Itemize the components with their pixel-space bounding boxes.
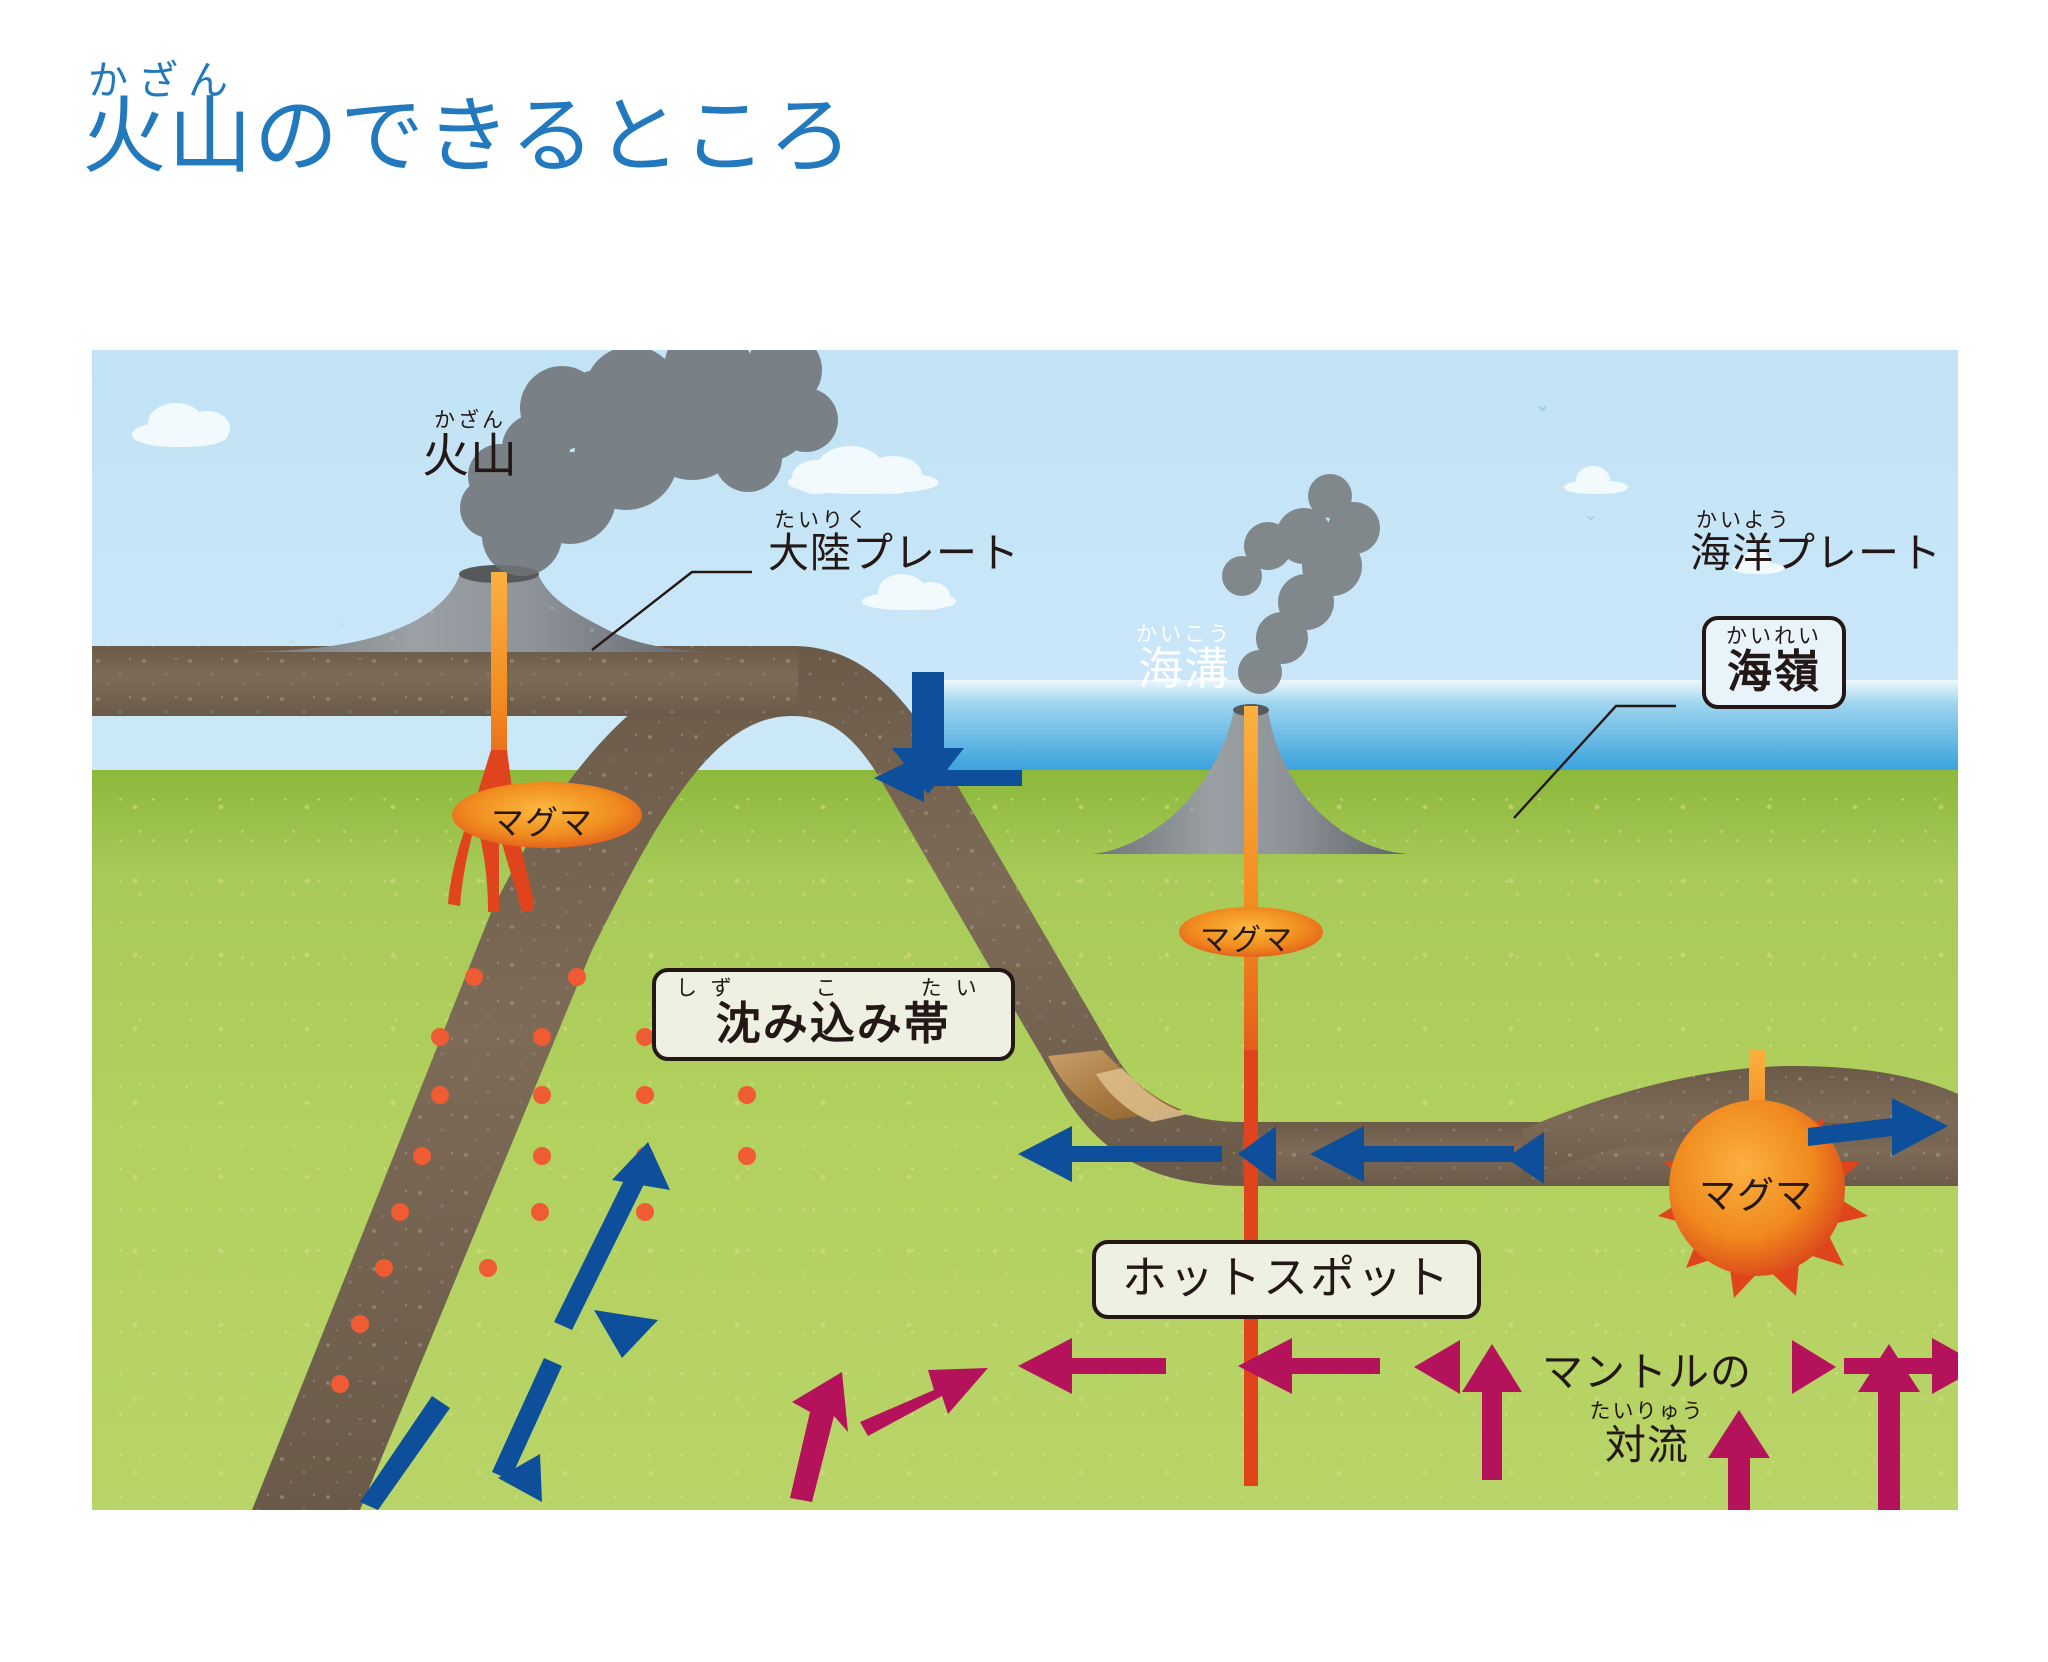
label-subduction-zone-text: 沈み込み帯 (715, 998, 951, 1050)
mantle-convection-arrows (790, 1338, 1958, 1510)
label-magma-center: マグマ (1200, 924, 1293, 957)
diagram-vector-layer (92, 350, 1958, 1510)
label-mantle-convection-line2: 対流 (1605, 1422, 1689, 1468)
label-mantle-convection-line1: マントルの (1542, 1349, 1752, 1395)
label-subduction-zone-ruby: しず こ たい (676, 977, 991, 1000)
volcano-formation-diagram: ⌄ ⌄ (92, 350, 1958, 1510)
label-mantle-convection: マントルの たいりゅう 対流 (1532, 1349, 1762, 1469)
volcano-left (218, 565, 728, 652)
smoke-plume-center (1222, 474, 1380, 694)
label-continental-plate: たいりく 大陸プレート (768, 510, 1020, 575)
page-title: かざん 火山のできるところ (82, 48, 854, 178)
magma-dot-trail (331, 968, 756, 1393)
page-title-text: 火山のできるところ (82, 89, 855, 183)
label-subduction-zone: しず こ たい 沈み込み帯 (652, 968, 1015, 1062)
magma-chamber-center (1179, 907, 1323, 957)
label-oceanic-plate: かいよう 海洋プレート (1690, 510, 1942, 575)
label-trench-ruby: かいこう (1136, 623, 1232, 646)
label-volcano-ruby: かざん (434, 409, 506, 432)
label-oceanic-plate-text: 海洋プレート (1690, 530, 1942, 576)
magma-chamber-ridge (1658, 1100, 1868, 1298)
label-continental-plate-text: 大陸プレート (768, 530, 1020, 576)
smoke-plume-left (460, 350, 838, 576)
label-mantle-convection-ruby: たいりゅう (1589, 1399, 1705, 1423)
continental-plate-top (92, 646, 798, 716)
label-trench-text: 海溝 (1137, 643, 1230, 694)
bird-icon: ⌄ (1534, 394, 1551, 416)
label-ridge-text: 海嶺 (1726, 646, 1821, 698)
label-volcano-text: 火山 (422, 429, 518, 482)
magma-chamber-left (452, 782, 642, 848)
label-magma-ridge: マグマ (1699, 1175, 1813, 1216)
label-hotspot-text: ホットスポット (1122, 1252, 1452, 1303)
label-continental-plate-ruby: たいりく (774, 509, 870, 532)
subduction-slab-curve (252, 646, 792, 1510)
bird-icon: ⌄ (1584, 507, 1598, 524)
page-title-ruby: かざん (88, 59, 238, 103)
plate-motion-arrows (360, 672, 1948, 1510)
label-ridge: かいれい 海嶺 (1702, 616, 1846, 710)
trench-rock-wedge (1048, 1050, 1188, 1122)
label-ridge-ruby: かいれい (1726, 625, 1822, 648)
label-oceanic-plate-ruby: かいよう (1696, 509, 1792, 532)
label-magma-left: マグマ (491, 804, 593, 841)
leader-lines (591, 570, 1676, 819)
label-hotspot: ホットスポット (1092, 1240, 1482, 1320)
label-trench: かいこう 海溝 (1124, 624, 1244, 694)
label-volcano: かざん 火山 (410, 410, 530, 482)
